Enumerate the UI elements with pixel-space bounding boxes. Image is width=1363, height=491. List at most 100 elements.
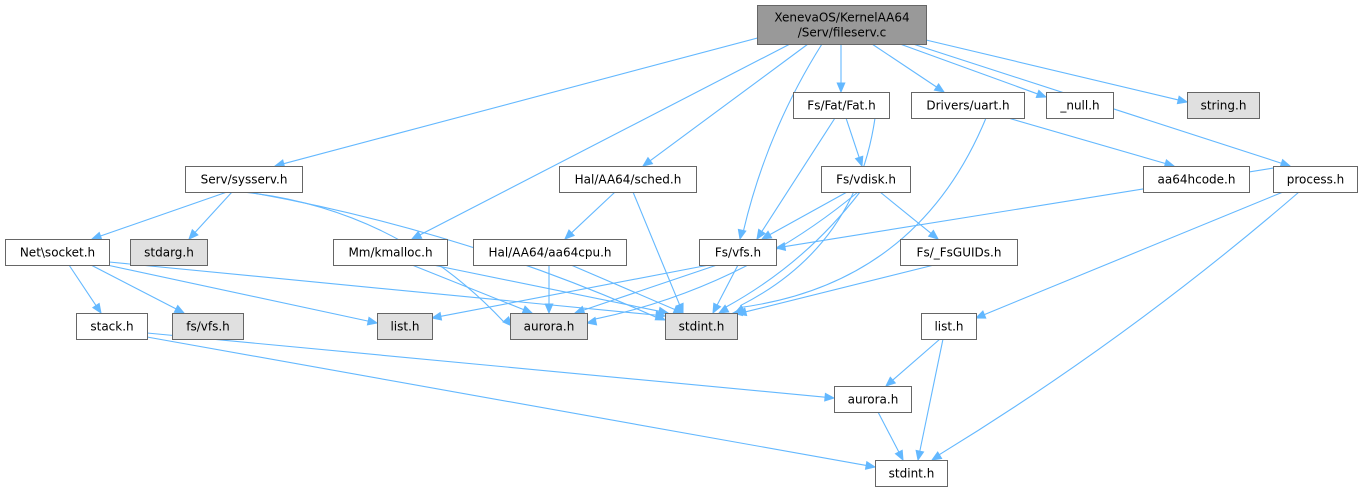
node-null[interactable]: _null.h — [1046, 92, 1114, 119]
node-box-stdintg — [665, 313, 738, 340]
node-stringh: string.h — [1187, 92, 1260, 119]
node-label-kmalloc: Mm/kmalloc.h — [348, 246, 432, 260]
edge-sched-to-stdintg — [632, 191, 681, 305]
node-fatfat[interactable]: Fs/Fat/Fat.h — [793, 92, 890, 119]
arrowhead-stack-to-auroraw — [824, 392, 836, 402]
edge-uart-to-aa64hcode — [1007, 117, 1166, 165]
edge-fileserv-to-stringh — [925, 39, 1179, 101]
edge-vfs-to-stdintg — [716, 264, 739, 306]
arrowhead-listw-to-stdintw — [915, 449, 925, 462]
node-stdarg: stdarg.h — [130, 239, 208, 266]
node-sysserv[interactable]: Serv/sysserv.h — [185, 166, 303, 193]
node-box-vdisk — [821, 166, 911, 193]
node-label-null: _null.h — [1059, 99, 1099, 113]
node-box-process — [1273, 166, 1358, 193]
edge-fileserv-to-null — [899, 43, 1038, 95]
node-box-fsvfs — [172, 313, 244, 340]
arrowhead-vdisk-to-fsguids — [927, 229, 939, 240]
edge-socket-to-fsvfs — [90, 264, 177, 310]
node-stdintw[interactable]: stdint.h — [875, 460, 948, 487]
node-box-stdarg — [130, 239, 208, 266]
node-label-aa64hcode: aa64hcode.h — [1158, 173, 1236, 187]
node-uart[interactable]: Drivers/uart.h — [911, 92, 1025, 119]
node-label-listw: list.h — [934, 320, 963, 334]
arrowhead-aa64cpu-to-stdintg — [672, 305, 685, 314]
edge-sched-to-aa64cpu — [571, 191, 616, 234]
arrowhead-vdisk-to-aurorag — [585, 316, 598, 326]
node-vfs[interactable]: Fs/vfs.h — [699, 239, 777, 266]
nodes-layer: XenevaOS/KernelAA64/Serv/fileserv.cFs/Fa… — [5, 5, 1358, 487]
node-fsvfs: fs/vfs.h — [172, 313, 244, 340]
node-box-aa64cpu — [473, 239, 627, 266]
node-label-fileserv-0: XenevaOS/KernelAA64 — [774, 11, 909, 25]
node-box-uart — [911, 92, 1025, 119]
node-label-stdarg: stdarg.h — [144, 246, 194, 260]
node-box-stringh — [1187, 92, 1260, 119]
node-stack[interactable]: stack.h — [76, 313, 148, 340]
node-box-listw — [921, 313, 977, 340]
node-box-fileserv — [757, 5, 927, 45]
node-fileserv[interactable]: XenevaOS/KernelAA64/Serv/fileserv.c — [757, 5, 927, 45]
edge-vdisk-to-vfs — [769, 191, 848, 236]
arrowhead-process-to-vfs — [774, 241, 787, 251]
node-box-kmalloc — [333, 239, 448, 266]
node-label-uart: Drivers/uart.h — [926, 99, 1009, 113]
node-box-socket — [5, 239, 110, 266]
arrowhead-socket-to-listg — [366, 316, 379, 326]
node-box-null — [1046, 92, 1114, 119]
node-socket[interactable]: Net\socket.h — [5, 239, 110, 266]
node-label-fileserv-1: /Serv/fileserv.c — [798, 26, 887, 40]
edge-sysserv-to-stdintg — [247, 191, 657, 318]
edge-vfs-to-aurorag — [583, 264, 718, 311]
node-sched[interactable]: Hal/AA64/sched.h — [559, 166, 697, 193]
arrowhead-sysserv-to-socket — [90, 231, 103, 241]
node-listw[interactable]: list.h — [921, 313, 977, 340]
node-box-sysserv — [185, 166, 303, 193]
node-box-vfs — [699, 239, 777, 266]
arrowhead-vdisk-to-vfs — [760, 230, 773, 240]
arrowhead-fileserv-to-sched — [641, 156, 654, 167]
edge-fatfat-to-stdintg — [740, 117, 876, 307]
edge-fileserv-to-uart — [871, 43, 937, 88]
arrowhead-stack-to-stdintw — [864, 460, 877, 470]
node-stdintg: stdint.h — [665, 313, 738, 340]
edge-socket-to-listg — [106, 264, 369, 322]
arrowhead-vfs-to-listg — [430, 311, 443, 321]
arrowhead-process-to-stdintw — [930, 451, 943, 461]
node-aa64hcode[interactable]: aa64hcode.h — [1143, 166, 1250, 193]
node-process[interactable]: process.h — [1273, 166, 1358, 193]
edge-fileserv-to-sched — [649, 43, 809, 162]
node-kmalloc[interactable]: Mm/kmalloc.h — [333, 239, 448, 266]
arrowhead-vfs-to-stdintg — [712, 302, 722, 315]
edge-listw-to-auroraw — [892, 338, 941, 381]
node-aa64cpu[interactable]: Hal/AA64/aa64cpu.h — [473, 239, 627, 266]
node-box-aurorag — [510, 313, 588, 340]
arrowhead-sched-to-aa64cpu — [564, 229, 576, 240]
node-label-listg: list.h — [390, 320, 419, 334]
node-label-vdisk: Fs/vdisk.h — [836, 173, 896, 187]
node-vdisk[interactable]: Fs/vdisk.h — [821, 166, 911, 193]
node-label-auroraw: aurora.h — [848, 393, 899, 407]
edge-process-to-listw — [984, 191, 1284, 316]
node-label-fsguids: Fs/_FsGUIDs.h — [917, 246, 1002, 260]
arrowhead-fileserv-to-uart — [933, 82, 946, 93]
arrowhead-socket-to-fsvfs — [173, 304, 186, 314]
arrowhead-fileserv-to-vfs — [737, 228, 747, 241]
edge-sysserv-to-socket — [100, 191, 228, 237]
node-box-sched — [559, 166, 697, 193]
edge-listw-to-stdintw — [919, 338, 944, 452]
node-box-fatfat — [793, 92, 890, 119]
node-auroraw[interactable]: aurora.h — [834, 386, 912, 413]
arrowhead-fileserv-to-fatfat — [836, 82, 846, 94]
arrowhead-auroraw-to-stdintw — [894, 449, 904, 462]
node-label-fsvfs: fs/vfs.h — [186, 320, 230, 334]
edge-fileserv-to-vfs — [742, 43, 823, 231]
edge-process-to-stdintw — [938, 191, 1300, 456]
node-aurorag: aurora.h — [510, 313, 588, 340]
arrowhead-aa64cpu-to-aurorag — [544, 303, 554, 315]
node-box-auroraw — [834, 386, 912, 413]
node-fsguids[interactable]: Fs/_FsGUIDs.h — [900, 239, 1018, 266]
edge-fsguids-to-stdintg — [745, 264, 935, 313]
edge-kmalloc-to-aurorag — [411, 264, 524, 311]
